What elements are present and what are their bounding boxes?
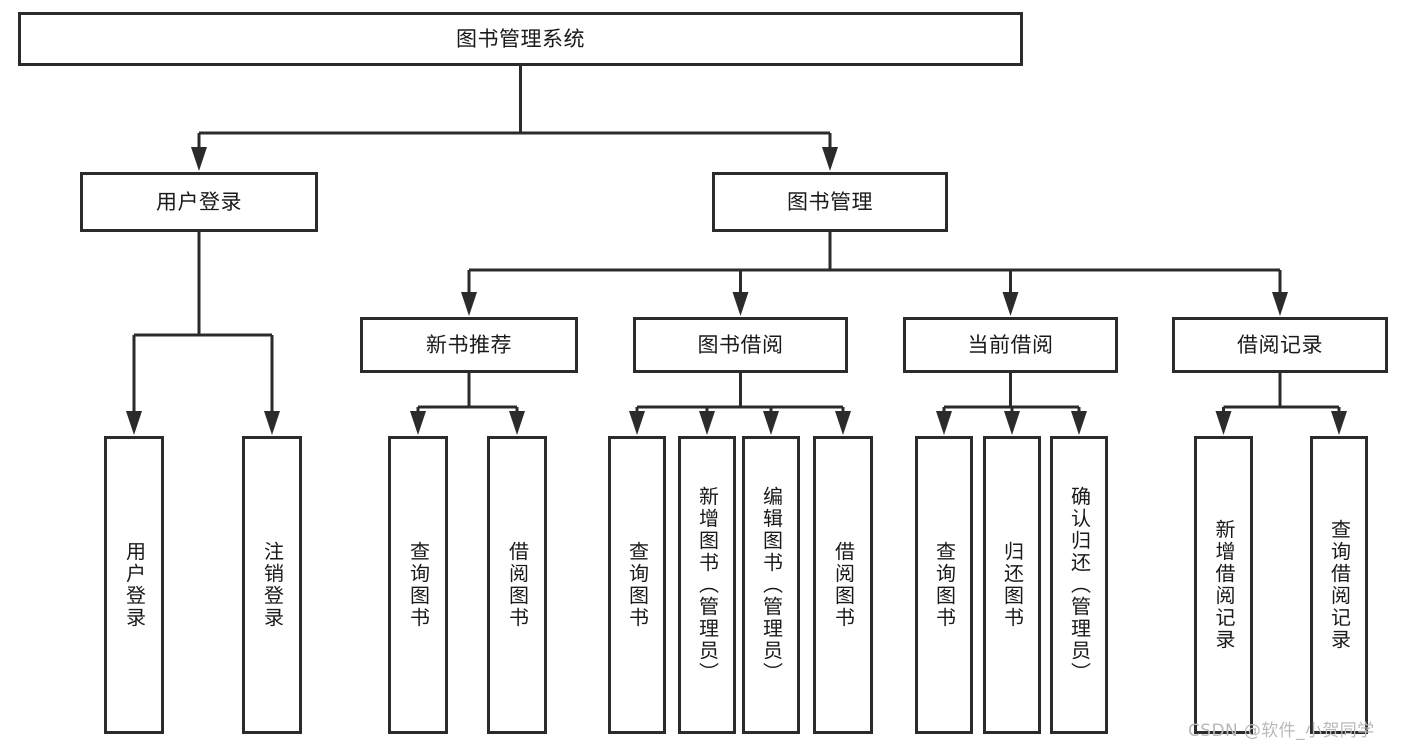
node-box-leaf_bb_query_book[interactable]	[608, 436, 666, 734]
edge-group-l2_user_login	[126, 232, 280, 435]
arrow-head-l3_borrow_record	[1272, 292, 1288, 316]
edge-group-root	[191, 66, 838, 171]
arrow-head-leaf_bb_add_book	[699, 411, 715, 435]
node-box-leaf_user_login[interactable]	[104, 436, 164, 734]
node-box-leaf_bb_borrow_book[interactable]	[813, 436, 873, 734]
edge-group-l3_borrow_record	[1215, 373, 1347, 435]
arrow-head-l2_book_manage	[822, 147, 838, 171]
arrow-head-l2_user_login	[191, 147, 207, 171]
arrow-head-leaf_cb_confirm_return	[1071, 411, 1087, 435]
node-box-leaf_br_query_record[interactable]	[1310, 436, 1368, 734]
node-box-leaf_logout[interactable]	[242, 436, 302, 734]
arrow-head-leaf_bb_borrow_book	[835, 411, 851, 435]
arrow-head-leaf_rec_borrow_book	[509, 411, 525, 435]
node-box-l2_user_login[interactable]	[80, 172, 318, 232]
arrow-head-leaf_bb_query_book	[629, 411, 645, 435]
edge-group-l2_book_manage	[461, 232, 1288, 316]
node-box-leaf_cb_query_book[interactable]	[915, 436, 973, 734]
node-box-leaf_rec_query_book[interactable]	[388, 436, 448, 734]
node-box-leaf_bb_add_book[interactable]	[678, 436, 736, 734]
node-box-leaf_cb_confirm_return[interactable]	[1050, 436, 1108, 734]
arrow-head-leaf_bb_edit_book	[763, 411, 779, 435]
node-box-l2_book_manage[interactable]	[712, 172, 948, 232]
arrow-head-leaf_user_login	[126, 411, 142, 435]
arrow-head-leaf_logout	[264, 411, 280, 435]
arrow-head-leaf_rec_query_book	[410, 411, 426, 435]
arrow-head-leaf_cb_return_book	[1004, 411, 1020, 435]
node-box-leaf_cb_return_book[interactable]	[983, 436, 1041, 734]
arrow-head-l3_book_borrow	[732, 292, 749, 316]
node-box-leaf_bb_edit_book[interactable]	[742, 436, 800, 734]
arrow-head-l3_current_borrow	[1002, 292, 1019, 316]
arrow-head-leaf_cb_query_book	[936, 411, 952, 435]
edge-group-l3_new_book_rec	[410, 373, 525, 435]
node-box-root[interactable]	[18, 12, 1023, 66]
arrow-head-leaf_br_add_record	[1215, 411, 1232, 435]
node-box-leaf_br_add_record[interactable]	[1194, 436, 1253, 734]
arrow-head-l3_new_book_rec	[461, 292, 477, 316]
node-box-l3_book_borrow[interactable]	[633, 317, 848, 373]
node-box-l3_new_book_rec[interactable]	[360, 317, 578, 373]
edge-group-l3_book_borrow	[629, 373, 851, 435]
node-box-l3_borrow_record[interactable]	[1172, 317, 1388, 373]
arrow-head-leaf_br_query_record	[1331, 411, 1347, 435]
node-box-leaf_rec_borrow_book[interactable]	[487, 436, 547, 734]
edge-group-l3_current_borrow	[936, 373, 1087, 435]
node-box-l3_current_borrow[interactable]	[903, 317, 1118, 373]
csdn-watermark: CSDN @软件_小贺同学	[1188, 721, 1375, 741]
